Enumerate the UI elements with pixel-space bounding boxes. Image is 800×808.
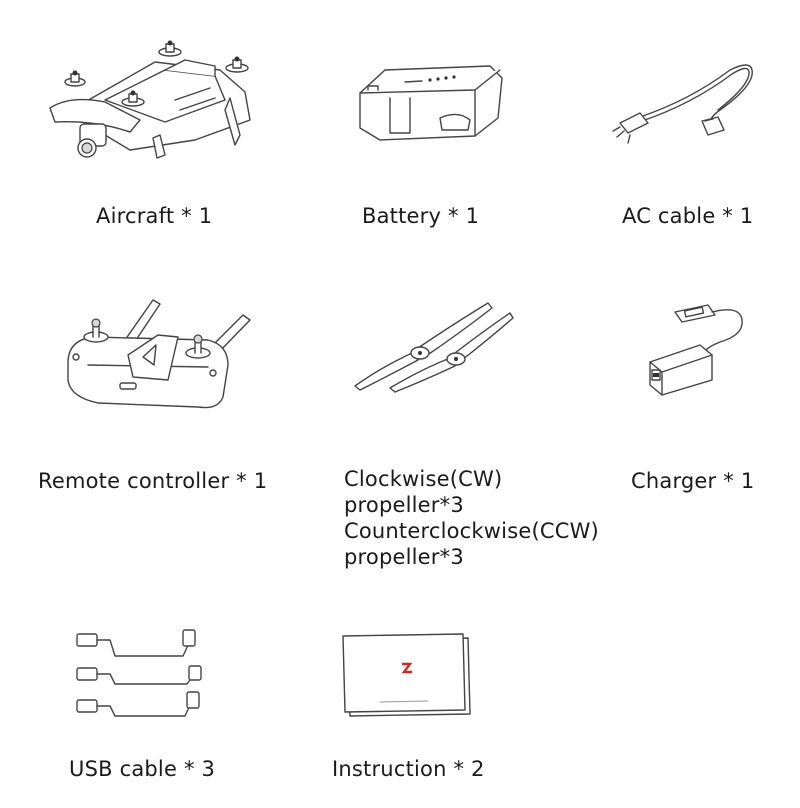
remote-controller-icon: [67, 299, 251, 409]
propeller-icon: [354, 302, 514, 393]
item-label: USB cable * 3: [69, 757, 216, 781]
item-label: AC cable * 1: [622, 204, 754, 228]
charger-icon: [649, 304, 743, 396]
label-line: Counterclockwise(CCW): [344, 519, 599, 543]
label-line: propeller*3: [344, 493, 464, 517]
item-label: Remote controller * 1: [38, 469, 268, 493]
power-cable-icon: [612, 64, 753, 144]
drone-icon: [49, 40, 251, 159]
item-label: Battery * 1: [362, 204, 480, 228]
item-label: Aircraft * 1: [96, 204, 213, 228]
label-line: propeller*3: [344, 545, 464, 569]
battery-icon: [359, 65, 503, 141]
usb-cable-icon: [76, 629, 202, 717]
item-label: Clockwise(CW) propeller*3 Counterclockwi…: [344, 466, 599, 570]
label-line: Clockwise(CW): [344, 467, 503, 491]
item-label: Instruction * 2: [332, 757, 485, 781]
item-label: Charger * 1: [631, 469, 755, 493]
manual-icon: [342, 633, 471, 717]
